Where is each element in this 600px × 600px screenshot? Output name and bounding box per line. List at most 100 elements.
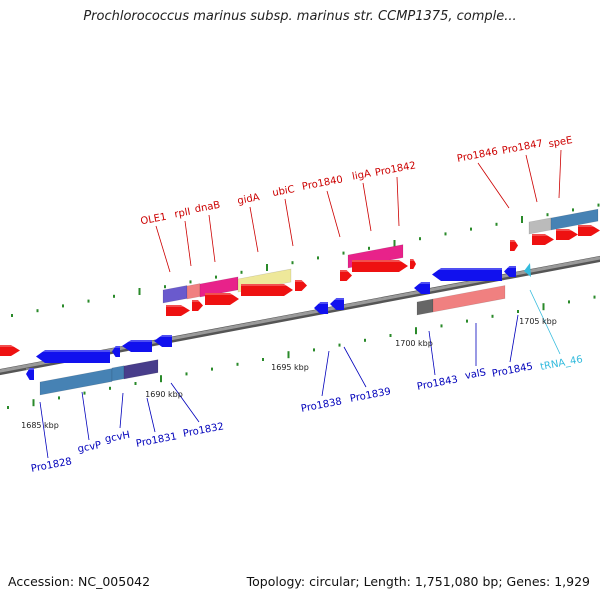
tick-dot — [393, 240, 396, 247]
gene-label-ubic: ubiC — [271, 184, 295, 199]
leader-pro1832 — [170, 382, 200, 423]
trna-marker — [524, 263, 531, 277]
reverse-gene-arrow-8 — [432, 268, 502, 281]
gene-label-gcvh: gcvH — [104, 430, 131, 445]
leader-pro1842 — [396, 176, 400, 227]
topology-text: Topology: circular; Length: 1,751,080 bp… — [246, 574, 590, 589]
accession-text: Accession: NC_005042 — [8, 574, 151, 589]
tick-dot — [521, 216, 523, 223]
reverse-gene-arrow-4 — [154, 335, 172, 347]
forward-gene-arrow-1 — [192, 300, 203, 311]
gene-label-vals: valS — [464, 367, 487, 382]
leader-liga — [362, 182, 372, 232]
gene-label-pro1845: Pro1845 — [491, 361, 534, 379]
leader-lines — [39, 149, 562, 459]
scale-label-1: 1690 kbp — [145, 390, 183, 399]
forward-gene-arrow-4 — [295, 280, 307, 291]
tick-dot — [291, 261, 294, 265]
gene-label-trna-46: tRNA_46 — [539, 354, 583, 373]
tick-dot — [415, 327, 417, 335]
tick-dot — [109, 386, 111, 390]
gene-label-gida: gidA — [237, 192, 261, 207]
tick-dot — [134, 382, 137, 385]
tick-dot — [572, 208, 574, 212]
tick-dot — [87, 299, 90, 303]
leader-rpli — [184, 220, 192, 267]
tick-dot — [189, 280, 192, 284]
tick-dot — [215, 275, 217, 279]
tick-dot — [470, 227, 472, 231]
forward-gene-arrow-10 — [556, 229, 578, 240]
tick-dot — [338, 343, 341, 347]
tick-dot — [138, 288, 141, 295]
leader-pro1831 — [146, 397, 156, 433]
reverse-gene-arrow-6 — [330, 298, 344, 310]
tick-dot — [444, 232, 447, 236]
leader-dnab — [208, 214, 216, 263]
leader-pro1838 — [321, 350, 330, 397]
reverse-gene-arrow-1 — [36, 350, 110, 363]
reverse-gene-arrow-3 — [122, 340, 152, 352]
gene-label-ole1: OLE1 — [140, 212, 168, 228]
gene-label-pro1846: Pro1846 — [456, 146, 499, 164]
gene-label-rpli: rplI — [174, 207, 192, 221]
forward-gene-arrow-7 — [410, 259, 416, 269]
tick-dot — [83, 391, 86, 395]
leader-pro1845 — [509, 314, 519, 363]
tick-dot — [466, 319, 468, 323]
tick-dot — [62, 304, 64, 308]
scale-label-4: 1705 kbp — [519, 317, 557, 326]
cog-block-pro1843 — [416, 298, 434, 316]
tick-dot — [58, 396, 60, 400]
leader-ubic — [284, 198, 294, 247]
tick-dot — [546, 213, 549, 217]
gene-label-pro1832: Pro1832 — [182, 421, 225, 439]
forward-gene-arrow-5 — [340, 270, 352, 281]
leader-pro1828 — [39, 401, 49, 459]
gene-arrows — [0, 225, 600, 380]
tick-dot — [517, 310, 519, 313]
cog-blocks — [39, 208, 599, 396]
tick-dot — [568, 300, 570, 304]
reverse-gene-arrow-9 — [504, 266, 516, 277]
tick-dot — [491, 314, 494, 318]
tick-dot — [342, 251, 345, 255]
tick-dot — [266, 264, 268, 271]
scale-label-2: 1695 kbp — [271, 363, 309, 372]
tick-dot — [185, 372, 188, 376]
cog-block-pro1847 — [528, 217, 552, 235]
tick-dot — [11, 314, 13, 317]
tick-dot — [542, 303, 545, 311]
tick-dot — [317, 256, 319, 260]
tick-dot — [419, 237, 421, 241]
gene-label-pro1840: Pro1840 — [301, 174, 344, 192]
forward-gene-arrow-11 — [578, 225, 600, 236]
forward-gene-arrow-3 — [241, 284, 293, 296]
scale-label-0: 1685 kbp — [21, 421, 59, 430]
gene-label-pro1843: Pro1843 — [416, 374, 459, 392]
reverse-gene-arrow-5 — [314, 302, 328, 314]
tick-dot — [236, 362, 239, 366]
reverse-gene-arrow-0 — [26, 368, 34, 380]
cog-block-gcvp — [39, 368, 113, 396]
tick-dot — [364, 338, 366, 342]
tick-dot — [211, 367, 213, 371]
leader-pro1843 — [428, 330, 436, 376]
reverse-gene-arrow-2 — [112, 346, 120, 357]
forward-gene-arrow-6 — [352, 260, 408, 272]
tick-dot — [593, 295, 596, 299]
leader-gida — [249, 206, 259, 253]
tick-dot — [313, 348, 315, 352]
tick-dot — [262, 358, 264, 361]
leader-ole1 — [155, 225, 171, 273]
gene-label-pro1847: Pro1847 — [501, 138, 544, 156]
forward-gene-arrow-edge — [0, 345, 20, 356]
tick-dot — [32, 399, 35, 407]
tick-dot — [389, 334, 392, 337]
tick-dot — [440, 324, 443, 328]
forward-gene-arrow-9 — [532, 234, 554, 245]
gene-label-pro1838: Pro1838 — [300, 396, 343, 414]
gene-label-dnab: dnaB — [194, 200, 221, 216]
